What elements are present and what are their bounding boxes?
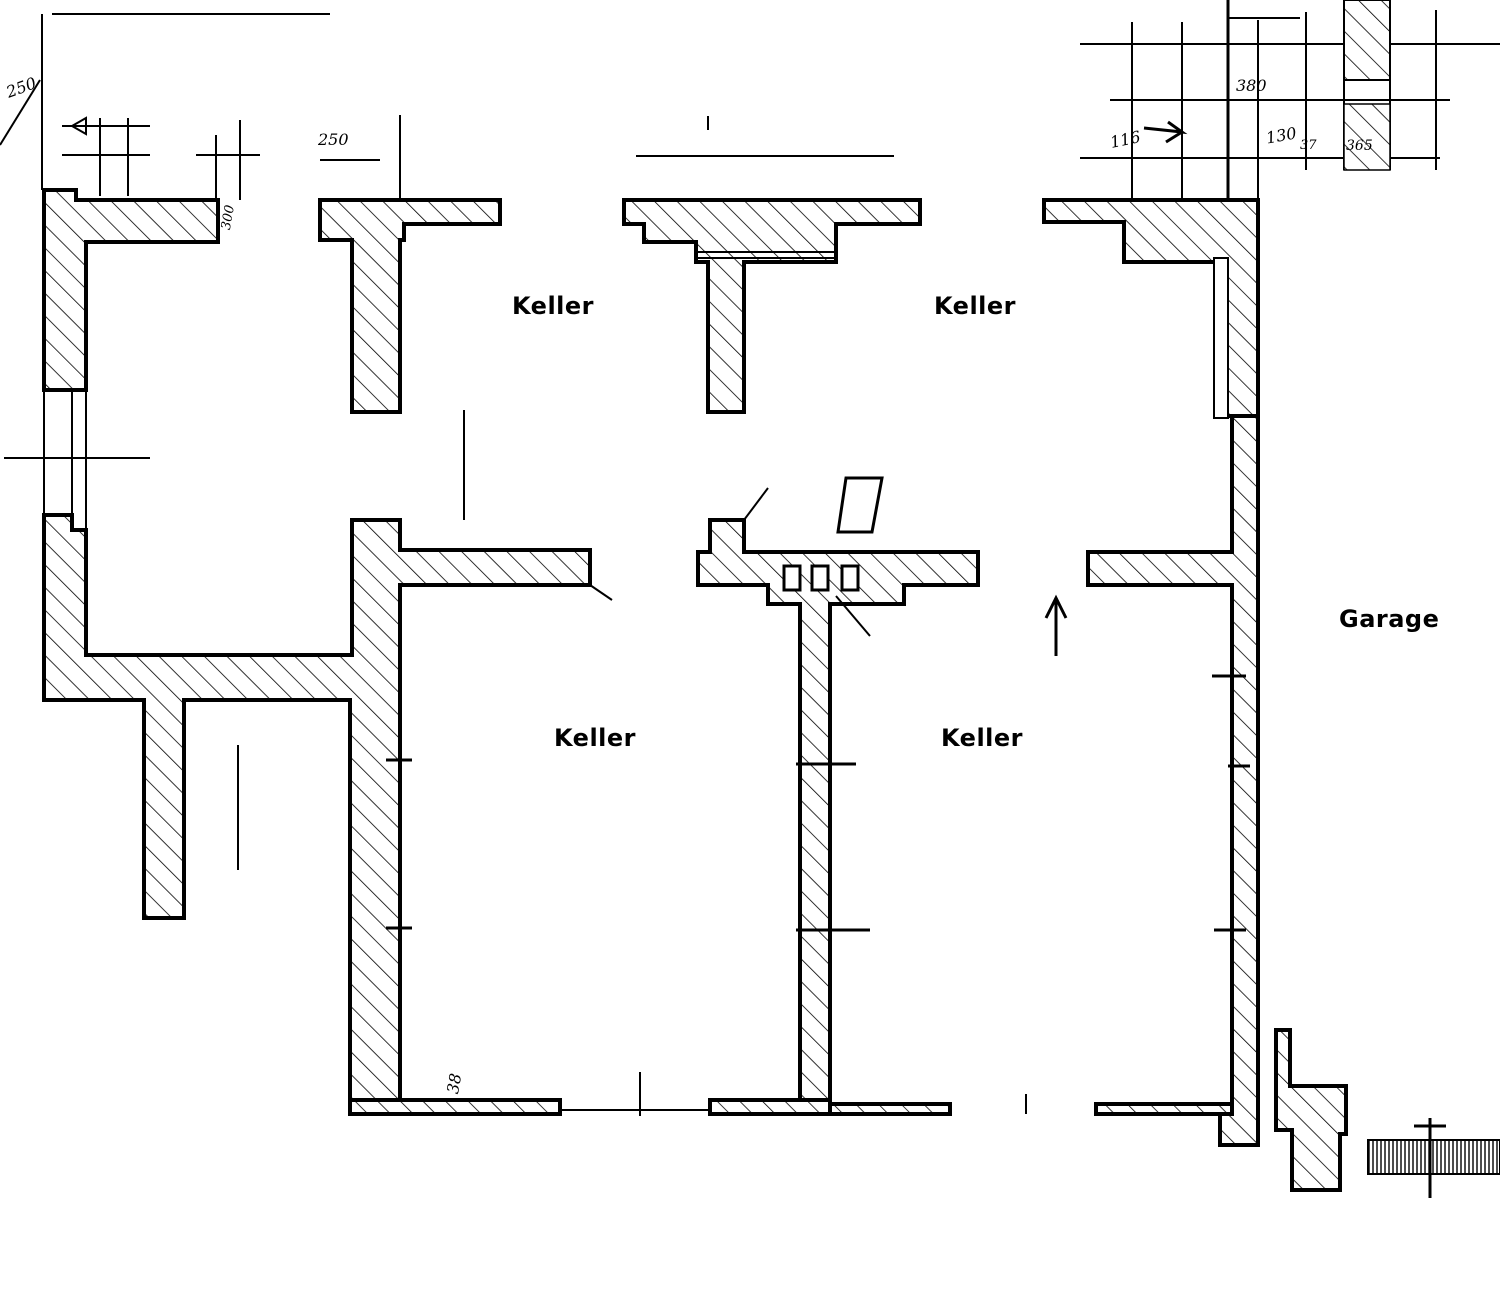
room-label-keller-bottom-right: Keller — [941, 724, 1024, 752]
chimney-flue-1 — [782, 564, 802, 592]
wall-right-vertical — [1086, 414, 1260, 1147]
detail-grid-top-right — [1080, 0, 1500, 200]
wall-top-left-corner — [42, 188, 220, 392]
room-label-keller-bottom-left: Keller — [554, 724, 637, 752]
stair-detail — [1367, 1139, 1500, 1175]
wall-bottom-center — [708, 1098, 832, 1116]
wall-bottom-right-a — [828, 1102, 952, 1116]
dim-380: 380 — [1236, 76, 1267, 95]
wall-center-horizontal — [696, 518, 980, 1112]
room-label-keller-top-right: Keller — [934, 292, 1017, 320]
construction-lines — [0, 13, 1250, 1116]
wall-stair-corner — [1274, 1028, 1348, 1192]
room-label-garage: Garage — [1339, 605, 1440, 633]
wall-bottom-right-b — [1094, 1102, 1234, 1116]
dim-365: 365 — [1346, 138, 1373, 154]
chimney-cap — [836, 476, 884, 534]
chimney-flue-2 — [810, 564, 830, 592]
wall-top-middle — [622, 198, 922, 414]
wall-top-right-inner — [1213, 257, 1229, 419]
room-label-keller-top-left: Keller — [512, 292, 595, 320]
wall-left-lower — [42, 513, 592, 1102]
wall-upper-t-left — [318, 198, 502, 414]
dim-250-mid: 250 — [318, 130, 349, 149]
wall-bottom-left — [348, 1098, 562, 1116]
chimney-flue-3 — [840, 564, 860, 592]
dim-38: 38 — [443, 1071, 466, 1096]
dim-37: 37 — [1300, 138, 1317, 153]
